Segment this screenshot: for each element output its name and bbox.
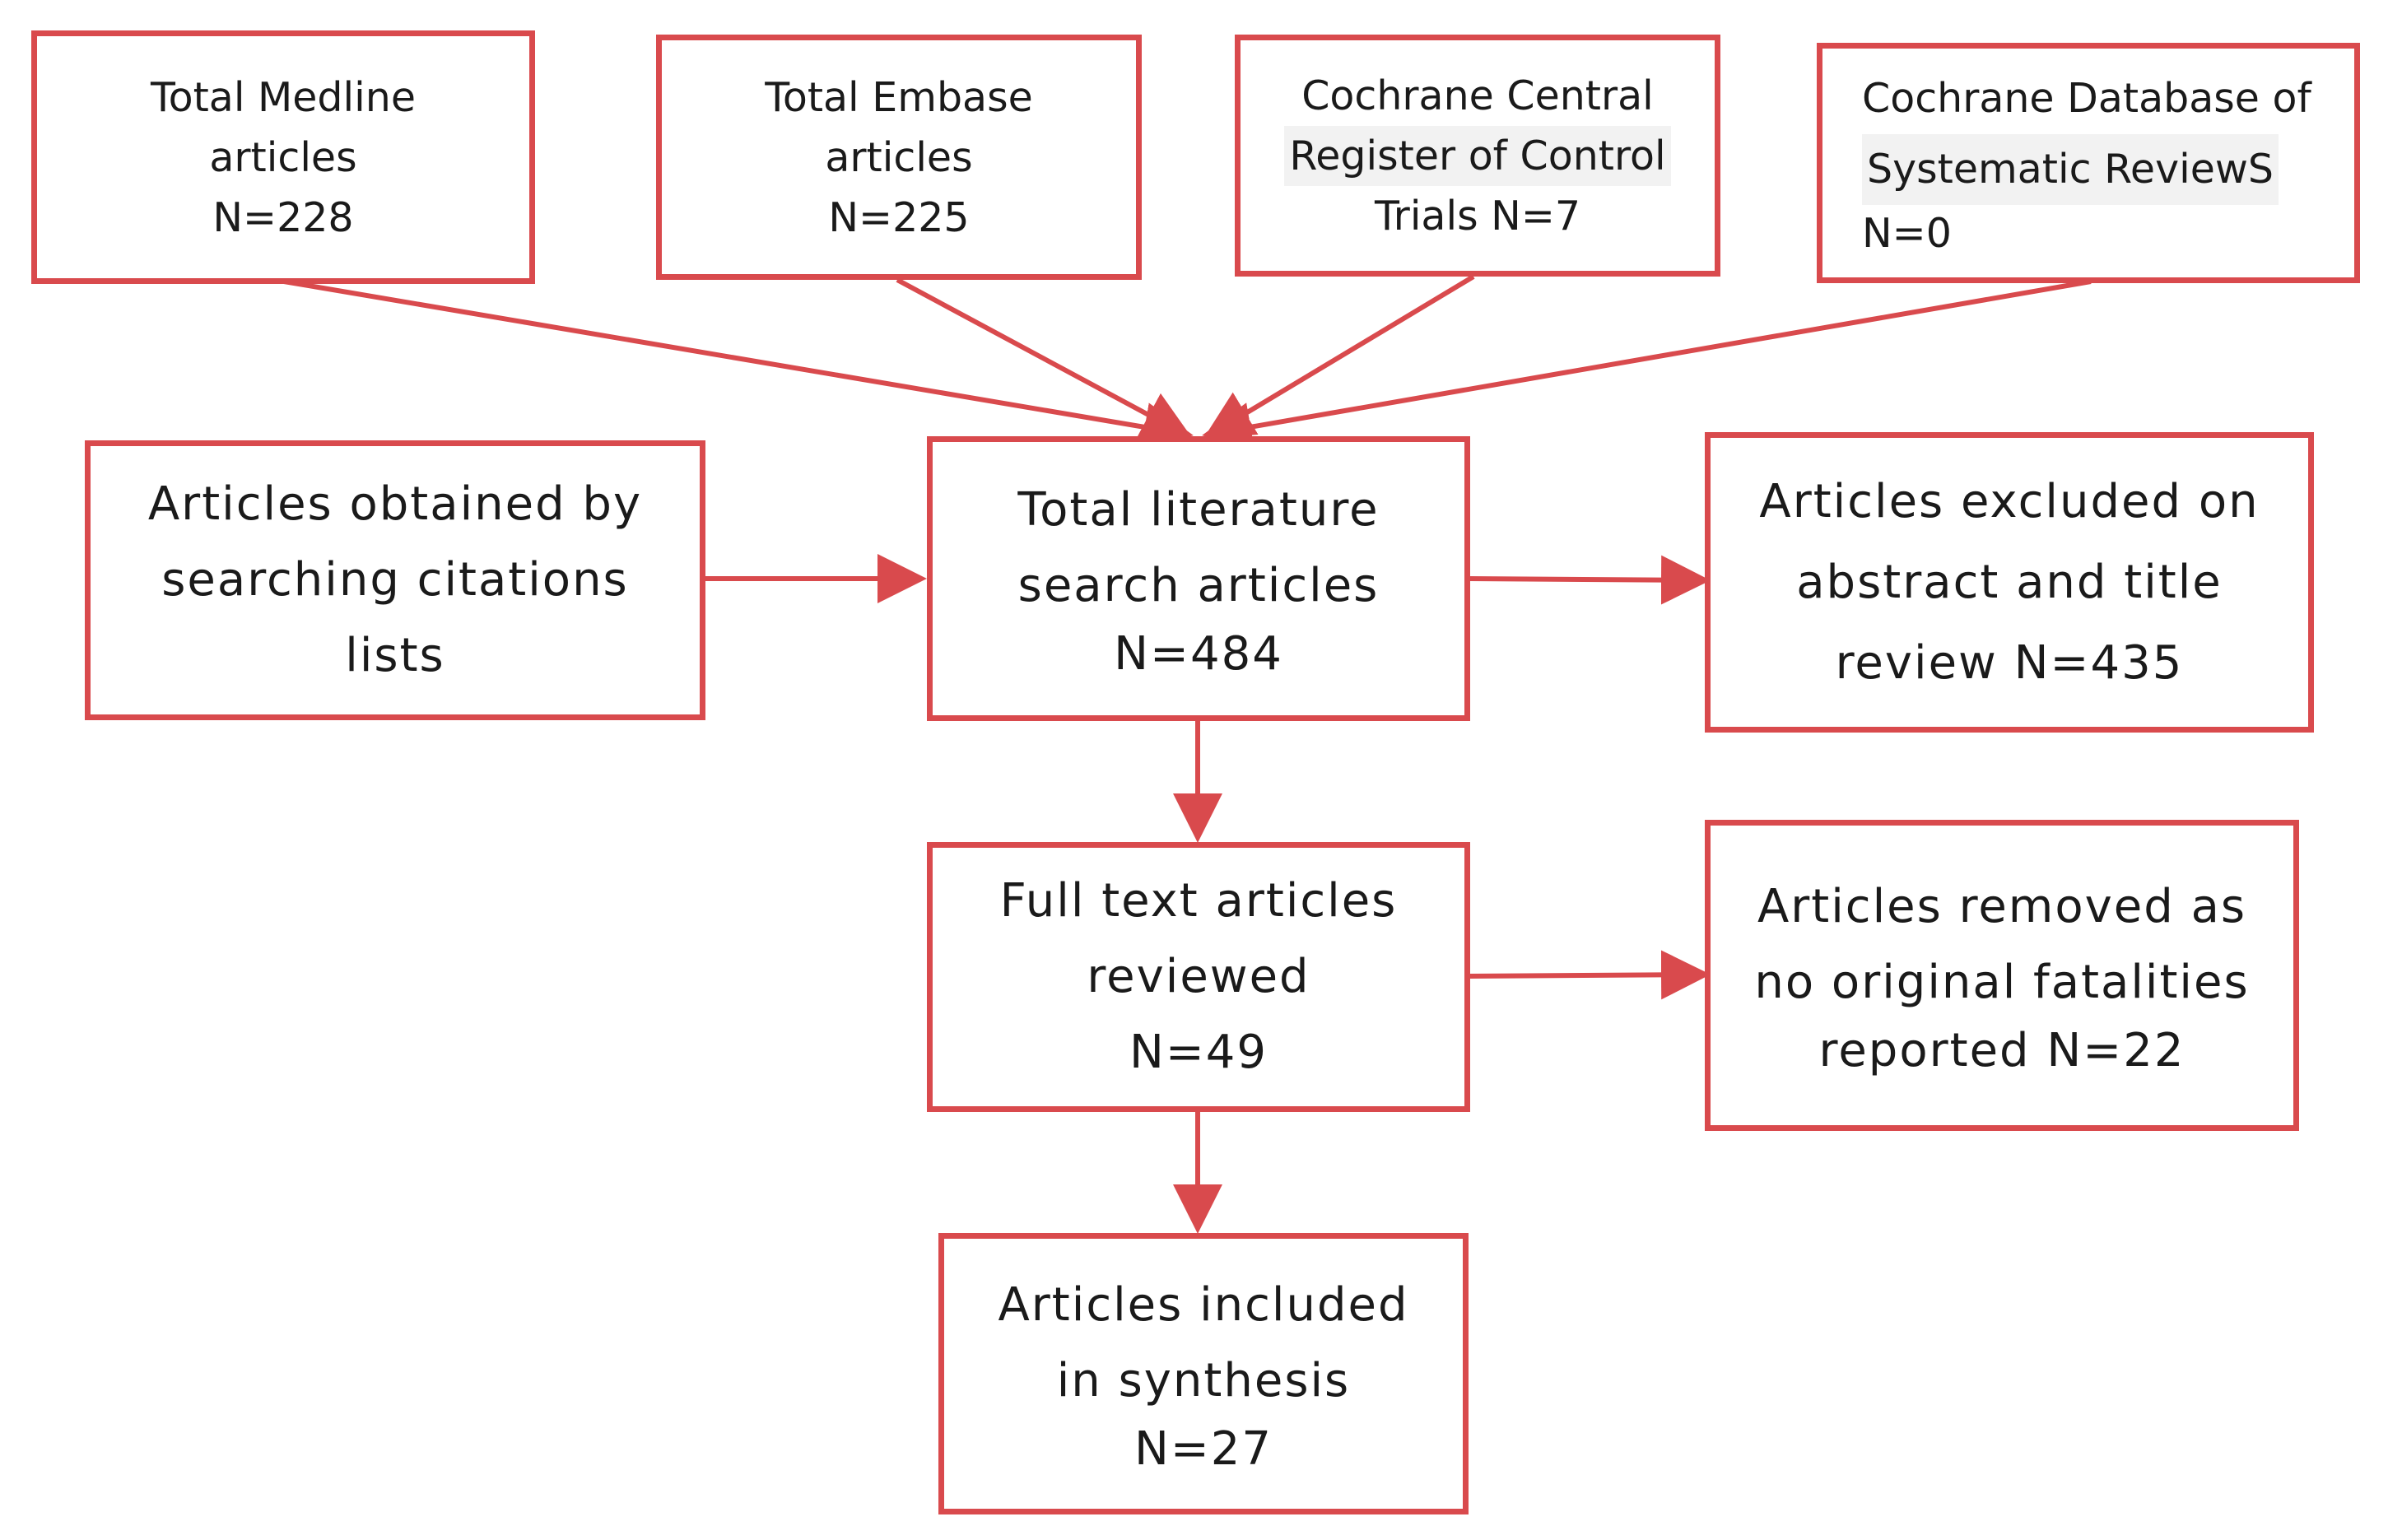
excluded-box: Articles excluded on abstract and title … <box>1705 432 2314 733</box>
excluded-line3: review N=435 <box>1835 635 2184 690</box>
excluded-line1: Articles excluded on <box>1759 474 2260 528</box>
fulltext-line2: reviewed <box>1087 950 1310 1003</box>
arrow-total-to-excluded <box>1466 555 1711 605</box>
citations-box: Articles obtained by searching citations… <box>85 440 705 720</box>
excluded-line2: abstract and title <box>1796 555 2223 609</box>
removed-box: Articles removed as no original fataliti… <box>1705 820 2299 1131</box>
arrow-medline-to-total <box>283 279 1194 452</box>
arrow-embase-to-total <box>896 277 1193 439</box>
central-box: Cochrane Central Register of Control Tri… <box>1235 35 1720 277</box>
citations-line1: Articles obtained by <box>147 477 643 531</box>
arrow-fulltext-to-removed <box>1466 950 1711 1000</box>
arrow-cdsr-to-total <box>1202 279 2092 452</box>
embase-line1: Total Embase <box>765 73 1033 121</box>
removed-line3: reported N=22 <box>1818 1024 2186 1077</box>
central-line1: Cochrane Central <box>1301 72 1654 119</box>
removed-line1: Articles removed as <box>1757 880 2247 933</box>
embase-box: Total Embase articles N=225 <box>656 35 1142 280</box>
cdsr-line3: N=0 <box>1862 210 1952 257</box>
fulltext-line3: N=49 <box>1129 1026 1268 1079</box>
medline-box: Total Medline articles N=228 <box>31 30 535 284</box>
total-box: Total literature search articles N=484 <box>927 436 1470 721</box>
embase-line2: articles <box>825 133 973 181</box>
medline-line1: Total Medline <box>151 73 416 121</box>
total-line1: Total literature <box>1017 483 1380 537</box>
medline-line3: N=228 <box>212 193 354 241</box>
fulltext-line1: Full text articles <box>999 874 1398 928</box>
removed-line2: no original fatalities <box>1754 956 2250 1009</box>
total-line3: N=484 <box>1114 627 1283 681</box>
central-line3: Trials N=7 <box>1374 192 1581 240</box>
included-line2: in synthesis <box>1056 1354 1351 1407</box>
included-line3: N=27 <box>1133 1422 1273 1476</box>
fulltext-box: Full text articles reviewed N=49 <box>927 842 1470 1112</box>
medline-line2: articles <box>209 133 357 181</box>
arrow-central-to-total <box>1203 274 1475 440</box>
embase-line3: N=225 <box>828 193 970 241</box>
included-line1: Articles included <box>998 1278 1409 1332</box>
total-line2: search articles <box>1017 559 1380 612</box>
included-box: Articles included in synthesis N=27 <box>938 1233 1469 1514</box>
citations-line2: searching citations <box>161 553 629 607</box>
central-line2: Register of Control <box>1284 125 1671 186</box>
cdsr-box: Cochrane Database of Systematic ReviewS … <box>1817 43 2360 283</box>
cdsr-line1: Cochrane Database of <box>1862 75 2311 122</box>
citations-line3: lists <box>345 629 445 682</box>
cdsr-line2: Systematic ReviewS <box>1862 134 2279 205</box>
